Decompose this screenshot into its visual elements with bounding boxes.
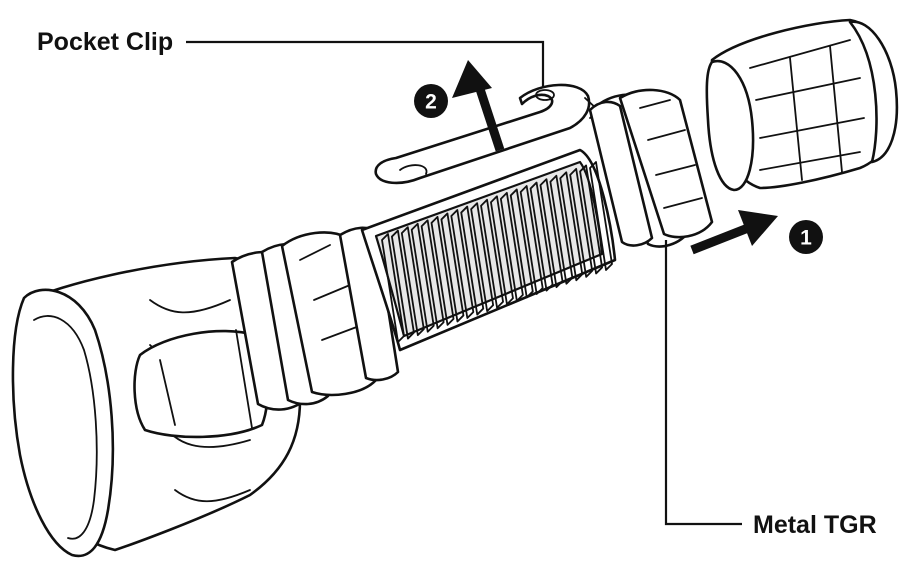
tail-cap bbox=[707, 20, 897, 190]
step-badge-1: 1 bbox=[789, 220, 823, 254]
pocket-clip-label: Pocket Clip bbox=[37, 28, 173, 56]
step-badge-2: 2 bbox=[414, 84, 448, 118]
metal-tgr-leader-line bbox=[666, 240, 742, 524]
pocket-clip-leader-line bbox=[186, 42, 543, 88]
step-number-2: 2 bbox=[425, 91, 437, 114]
step-number-1: 1 bbox=[800, 227, 812, 250]
metal-tgr-label: Metal TGR bbox=[753, 511, 877, 539]
